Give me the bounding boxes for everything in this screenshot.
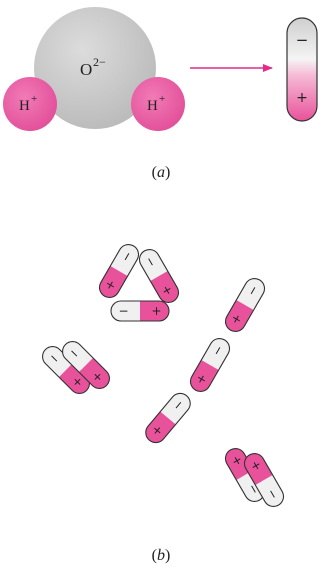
- dipole-chain-bottom: −+: [142, 389, 195, 446]
- hydrogen-right-label: H: [147, 98, 158, 114]
- dipole-chain-top: −+: [222, 275, 268, 335]
- panel-b: −+−+−+−+−+−+−+−+−+−+: [38, 241, 287, 510]
- hydrogen-right-charge: +: [159, 93, 165, 105]
- dipole-positive-sign: +: [296, 90, 308, 106]
- caption-b: (b): [152, 547, 171, 564]
- oxygen-charge: 2−: [93, 55, 106, 69]
- dipole-negative-sign: −: [296, 31, 309, 49]
- positive-sign: +: [151, 304, 161, 318]
- hydrogen-atom-left: [3, 77, 57, 131]
- hydrogen-left-charge: +: [31, 93, 37, 105]
- dipole-triangle-bottom: −+: [111, 301, 169, 321]
- hydrogen-left-label: H: [19, 98, 30, 114]
- caption-a: (a): [152, 164, 171, 181]
- dipole-triangle-right: −+: [136, 246, 182, 306]
- hydrogen-atom-right: [131, 77, 185, 131]
- negative-sign: −: [118, 304, 128, 318]
- oxygen-label: O: [80, 60, 92, 79]
- dipole-triangle-left: −+: [96, 241, 142, 301]
- dipole-chain-middle: −+: [187, 335, 233, 395]
- panel-a: O 2− H + H + − + (a): [3, 7, 317, 181]
